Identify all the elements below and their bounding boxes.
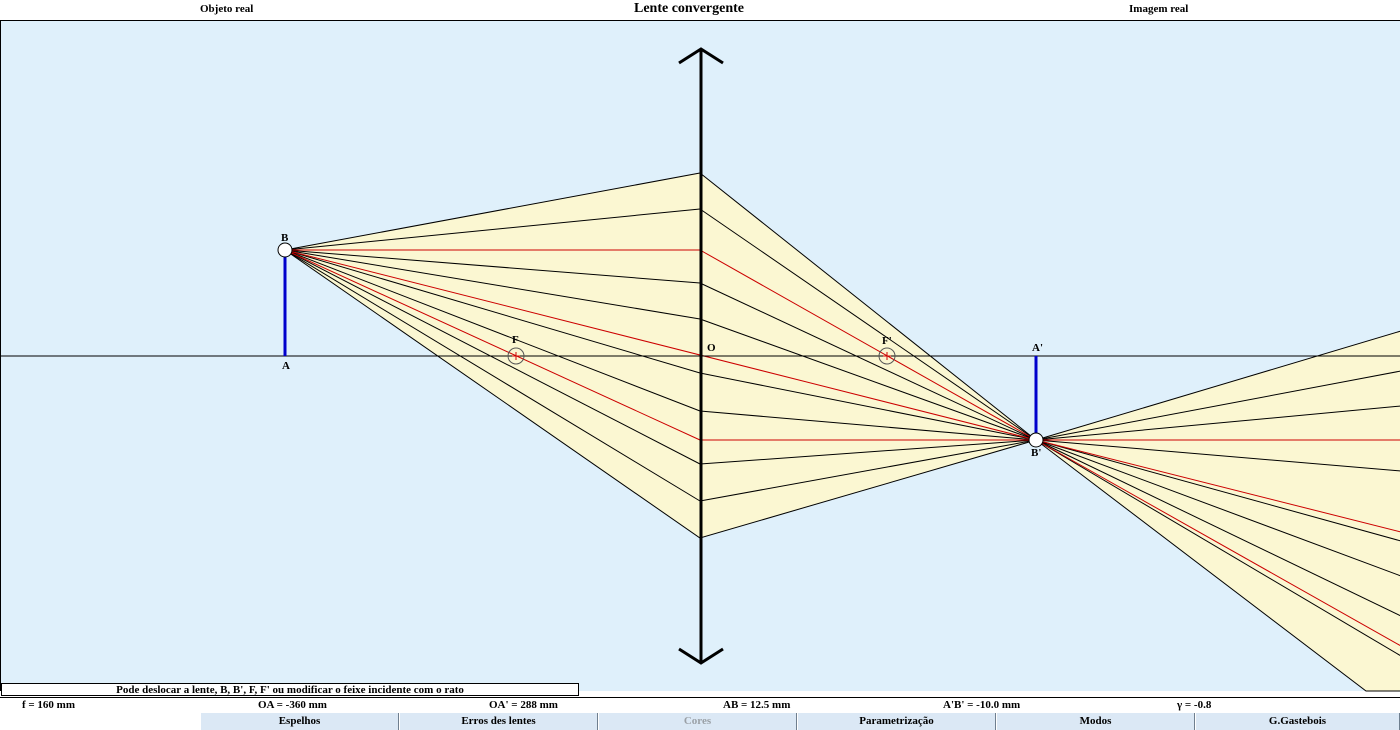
label-a: A xyxy=(282,360,290,372)
object-distance-value: OA = -360 mm xyxy=(258,699,327,711)
menu-erros-des-lentes[interactable]: Erros des lentes xyxy=(399,713,598,730)
bottom-menu: Espelhos Erros des lentes Cores Parametr… xyxy=(0,713,1400,730)
optical-diagram[interactable] xyxy=(1,21,1400,692)
object-handle-b[interactable] xyxy=(277,242,293,258)
page-title: Lente convergente xyxy=(634,1,745,16)
convergent-lens[interactable] xyxy=(678,47,724,665)
header-object-label: Objeto real xyxy=(200,3,254,15)
focal-length-value: f = 160 mm xyxy=(22,699,76,711)
label-b-prime: B' xyxy=(1031,447,1042,459)
refracted-rays xyxy=(699,208,1037,502)
menu-modos[interactable]: Modos xyxy=(996,713,1195,730)
label-f-prime: F' xyxy=(882,335,892,347)
instruction-hint: Pode deslocar a lente, B, B', F, F' ou m… xyxy=(1,683,579,696)
principal-rays xyxy=(284,249,1400,647)
image-size-value: A'B' = -10.0 mm xyxy=(943,699,1021,711)
magnification-value: γ = -0.8 xyxy=(1177,699,1212,711)
menu-author-link[interactable]: G.Gastebois xyxy=(1195,713,1400,730)
header-image-label: Imagem real xyxy=(1129,3,1189,15)
label-o: O xyxy=(707,342,716,354)
label-b: B xyxy=(281,232,289,244)
focus-handle-f-prime[interactable] xyxy=(878,347,896,365)
incident-rays xyxy=(284,208,701,502)
menu-cores[interactable]: Cores xyxy=(598,713,797,730)
menu-espelhos[interactable]: Espelhos xyxy=(200,713,399,730)
diverging-beam xyxy=(1034,330,1400,692)
label-f: F xyxy=(512,334,519,346)
focus-handle-f[interactable] xyxy=(507,347,525,365)
object-size-value: AB = 12.5 mm xyxy=(723,699,791,711)
optical-bench[interactable]: B A F O F' A' B' xyxy=(0,20,1400,692)
emergent-rays xyxy=(1035,370,1400,656)
image-handle-b-prime[interactable] xyxy=(1028,432,1044,448)
image-distance-value: OA' = 288 mm xyxy=(489,699,558,711)
measurements-bar: f = 160 mm OA = -360 mm OA' = 288 mm AB … xyxy=(0,697,1400,714)
menu-parametrizacao[interactable]: Parametrização xyxy=(797,713,996,730)
label-a-prime: A' xyxy=(1032,342,1043,354)
